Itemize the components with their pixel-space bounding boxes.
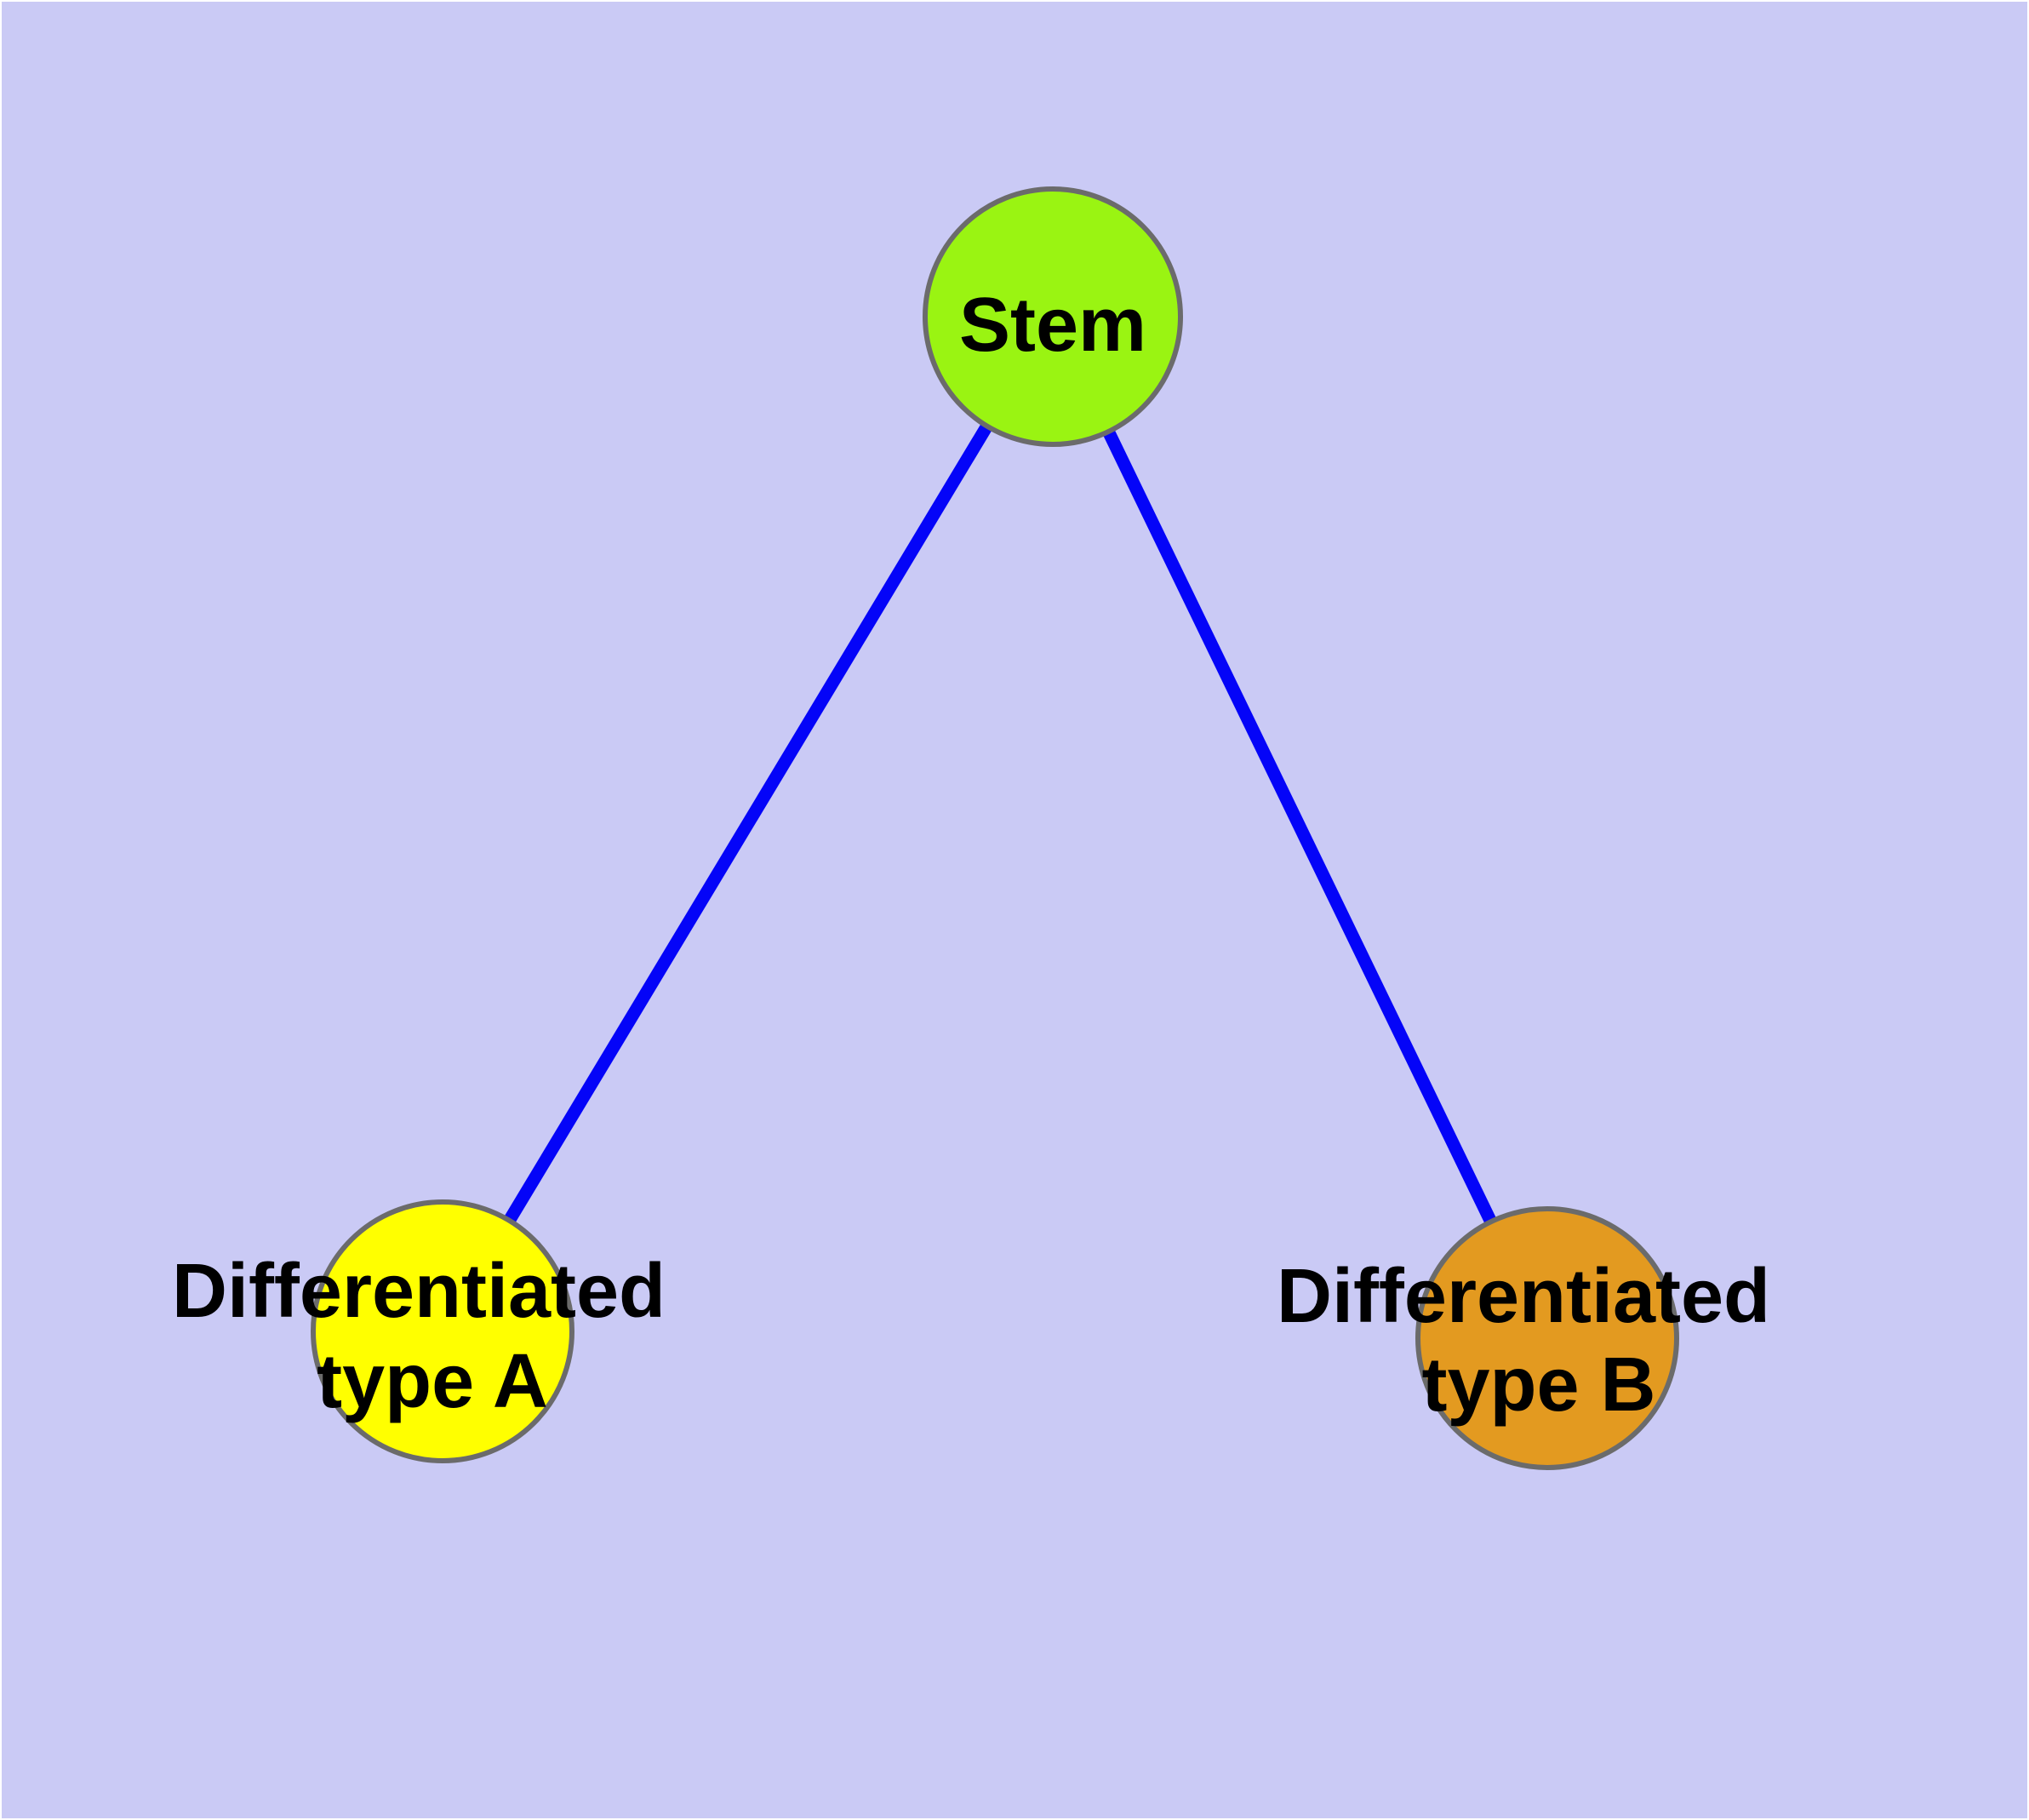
edge-stem-to-differentiated-type-b <box>1047 313 1553 1342</box>
node-differentiated-type-a[interactable] <box>311 1199 574 1463</box>
node-differentiated-type-b[interactable] <box>1415 1206 1679 1470</box>
edge-stem-to-differentiated-type-a <box>437 313 1059 1335</box>
node-label-stem: Stem <box>959 283 1146 368</box>
nodes-layer <box>311 186 1679 1470</box>
node-stem[interactable] <box>923 186 1183 447</box>
edges-layer <box>437 313 1553 1342</box>
